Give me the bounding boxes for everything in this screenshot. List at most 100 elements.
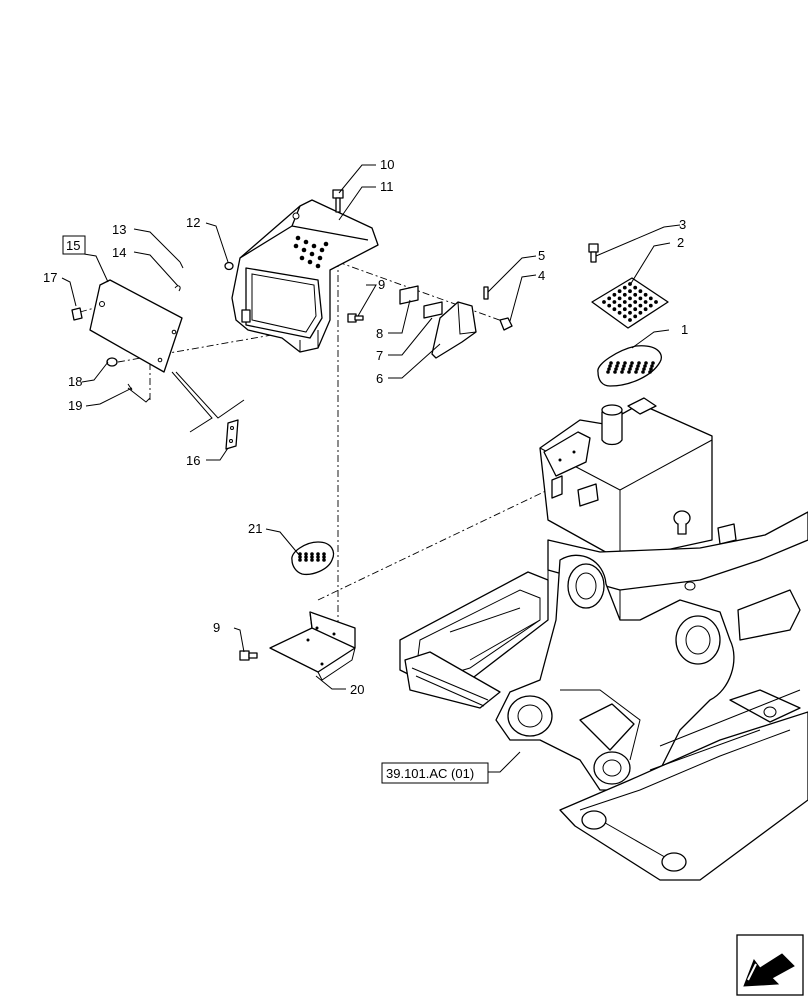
pin-5 bbox=[483, 286, 489, 300]
perforation-hole bbox=[298, 555, 302, 559]
perforation-hole bbox=[633, 292, 638, 297]
perforation-hole bbox=[608, 364, 612, 368]
perforation-hole bbox=[607, 303, 612, 308]
callout-7: 7 bbox=[376, 348, 383, 363]
perforation-hole bbox=[638, 310, 643, 315]
perforation-hole bbox=[616, 361, 620, 365]
perforation-hole bbox=[637, 361, 641, 365]
callout-17: 17 bbox=[43, 270, 57, 285]
perforation-hole bbox=[628, 289, 632, 294]
perforation-hole bbox=[614, 367, 618, 371]
perforation-hole bbox=[310, 552, 314, 556]
callout-9-upper: 9 bbox=[378, 277, 385, 292]
callout-9-lower: 9 bbox=[213, 620, 220, 635]
perforation-hole bbox=[622, 285, 627, 290]
perforation-hole bbox=[617, 310, 622, 315]
perforation-hole bbox=[654, 300, 658, 304]
perforation-hole bbox=[622, 300, 627, 304]
bolt-4 bbox=[499, 317, 513, 331]
perforation-hole bbox=[630, 361, 634, 365]
reference-label[interactable]: 39.101.AC (01) bbox=[386, 766, 474, 781]
perforation-hole bbox=[304, 552, 308, 556]
perforation-hole bbox=[617, 289, 622, 294]
callout-3: 3 bbox=[679, 217, 686, 232]
perforation-hole bbox=[304, 555, 308, 559]
callout-19: 19 bbox=[68, 398, 82, 413]
perforation-hole bbox=[613, 370, 617, 374]
perforation-hole bbox=[643, 307, 648, 312]
perforation-hole bbox=[602, 300, 606, 304]
perforation-hole bbox=[633, 307, 638, 312]
guard-6 bbox=[431, 301, 477, 359]
break-lines bbox=[171, 371, 245, 433]
perforation-hole bbox=[650, 364, 654, 368]
callout-2: 2 bbox=[677, 235, 684, 250]
perforation-hole bbox=[633, 285, 638, 290]
perforation-hole bbox=[634, 370, 638, 374]
perforation-hole bbox=[642, 367, 646, 371]
mat-1 bbox=[597, 345, 662, 387]
machine-frame bbox=[399, 397, 808, 881]
perforation-hole bbox=[622, 307, 627, 312]
perforation-hole bbox=[638, 303, 643, 308]
reference-link[interactable]: 39.101.AC (01) bbox=[381, 762, 489, 784]
callout-6: 6 bbox=[376, 371, 383, 386]
perforation-hole bbox=[310, 555, 314, 559]
pin-19 bbox=[127, 383, 151, 403]
nut-12 bbox=[224, 261, 234, 271]
callout-15-box bbox=[62, 235, 86, 255]
perforation-hole bbox=[615, 364, 619, 368]
perforation-hole bbox=[651, 361, 655, 365]
perforation-hole bbox=[633, 314, 638, 319]
perforation-hole bbox=[643, 300, 648, 304]
perforation-hole bbox=[643, 364, 647, 368]
callout-5: 5 bbox=[538, 248, 545, 263]
perforation-hole bbox=[622, 314, 627, 319]
perforation-hole bbox=[648, 370, 652, 374]
perforation-hole bbox=[649, 367, 653, 371]
perforation-hole bbox=[635, 367, 639, 371]
perforation-hole bbox=[629, 364, 633, 368]
perforation-hole bbox=[607, 367, 611, 371]
perforation-hole bbox=[628, 367, 632, 371]
perforation-hole bbox=[648, 303, 653, 308]
callout-14: 14 bbox=[112, 245, 126, 260]
plate-2-holes bbox=[602, 282, 658, 322]
perforation-hole bbox=[628, 318, 632, 322]
perforation-hole bbox=[628, 296, 632, 301]
perforation-hole bbox=[643, 292, 648, 297]
bolt-9-lower bbox=[239, 650, 258, 661]
callout-13: 13 bbox=[112, 222, 126, 237]
perforation-hole bbox=[638, 289, 643, 294]
pins-13-14 bbox=[174, 261, 184, 292]
bolt-3 bbox=[588, 243, 599, 263]
perforation-hole bbox=[322, 558, 326, 562]
perforation-hole bbox=[612, 300, 617, 304]
perforation-hole bbox=[316, 558, 320, 562]
perforation-hole bbox=[310, 558, 314, 562]
callout-4: 4 bbox=[538, 268, 545, 283]
callout-8: 8 bbox=[376, 326, 383, 341]
callout-21: 21 bbox=[248, 521, 262, 536]
perforation-hole bbox=[316, 552, 320, 556]
perforation-hole bbox=[638, 296, 643, 301]
perforation-hole bbox=[628, 310, 632, 315]
next-page-arrow-icon[interactable] bbox=[736, 934, 804, 996]
perforation-hole bbox=[322, 555, 326, 559]
perforation-hole bbox=[636, 364, 640, 368]
callout-20: 20 bbox=[350, 682, 364, 697]
callout-15: 15 bbox=[66, 238, 80, 253]
perforation-hole bbox=[304, 558, 308, 562]
perforation-hole bbox=[298, 558, 302, 562]
pad-8 bbox=[399, 285, 419, 305]
reference-box[interactable] bbox=[381, 762, 489, 784]
perforation-hole bbox=[641, 370, 645, 374]
perforation-hole bbox=[628, 303, 632, 308]
perforation-hole bbox=[620, 370, 624, 374]
callout-16: 16 bbox=[186, 453, 200, 468]
perforation-hole bbox=[617, 303, 622, 308]
perforation-hole bbox=[627, 370, 631, 374]
bolt-9-upper bbox=[347, 313, 364, 323]
mat-21-holes bbox=[298, 552, 326, 562]
